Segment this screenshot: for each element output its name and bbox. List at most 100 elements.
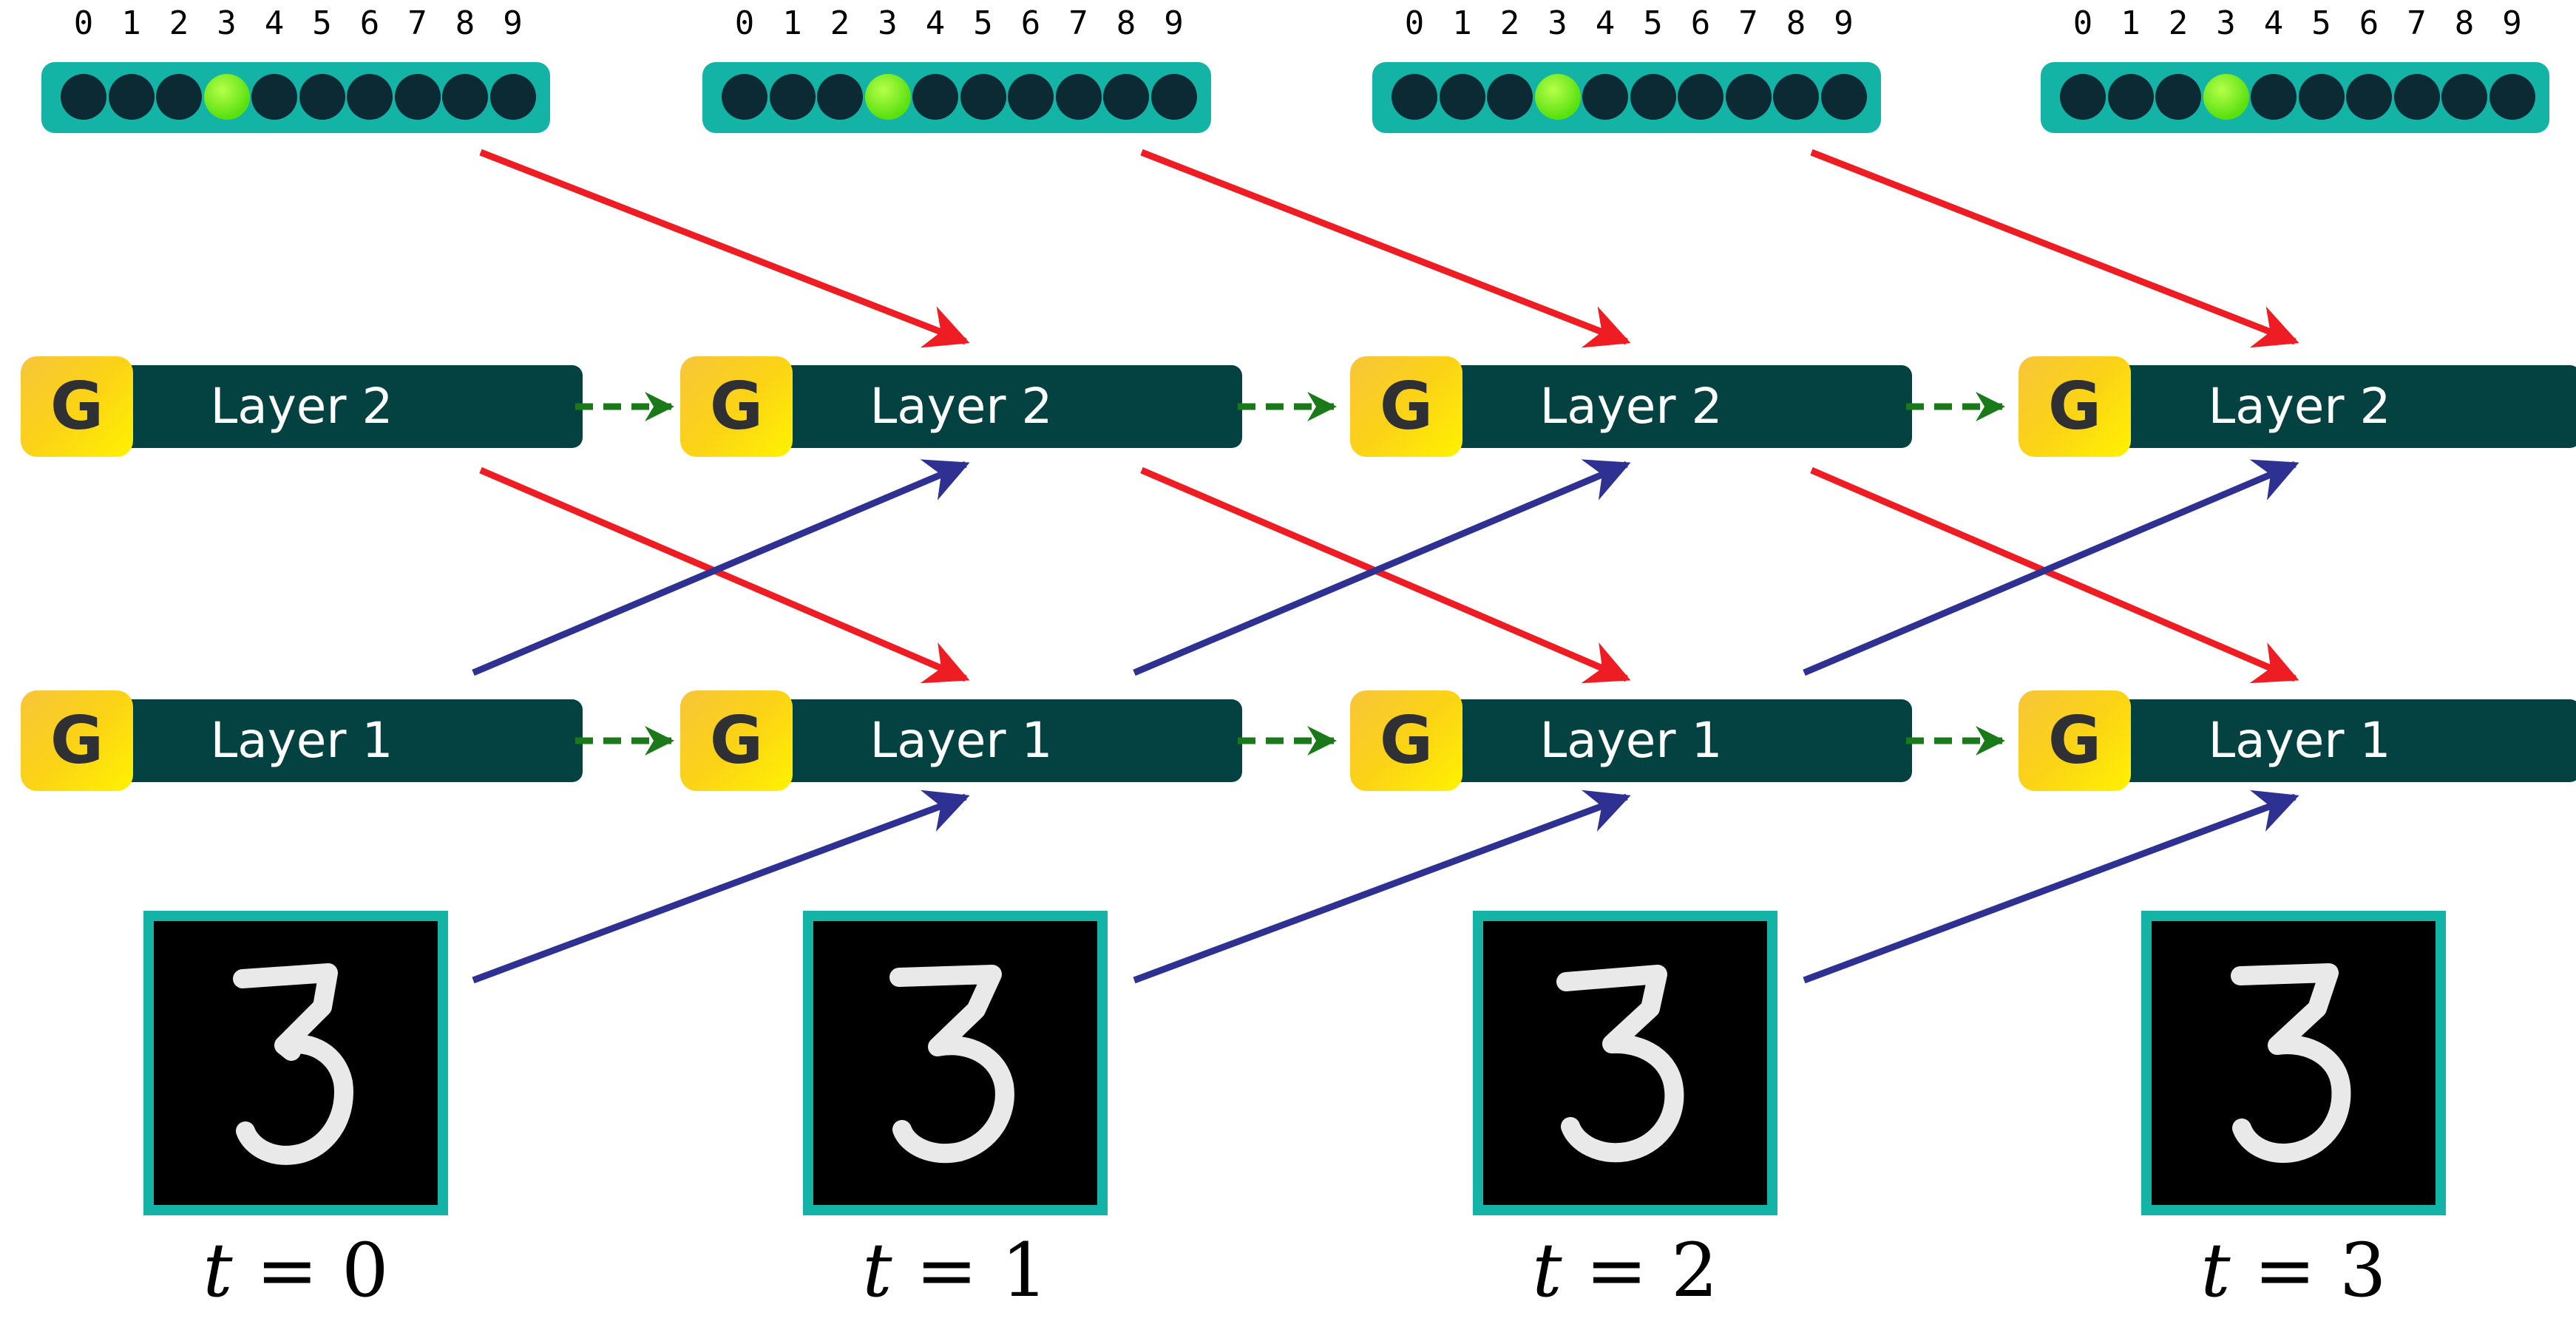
time-label-t2: t = 2 — [1440, 1227, 1810, 1314]
unit-dot — [1008, 74, 1054, 120]
active-unit-dot — [203, 74, 250, 120]
layer-bar — [776, 365, 1242, 448]
digit-label: 0 — [2072, 4, 2093, 42]
digit-label: 3 — [2216, 4, 2236, 42]
input-frame-t3 — [2141, 911, 2446, 1215]
unit-dot — [1773, 74, 1819, 120]
unit-dot — [347, 74, 393, 120]
gate-letter: G — [50, 702, 104, 778]
layer-bar — [1446, 699, 1912, 782]
digit-label: 6 — [359, 4, 380, 42]
unit-dot — [1150, 74, 1197, 120]
unit-dot — [1055, 74, 1102, 120]
unit-dot — [2346, 74, 2392, 120]
time-label-t1: t = 1 — [770, 1227, 1140, 1314]
handwritten-digit-glyph — [2231, 963, 2351, 1163]
digit-label: 7 — [1068, 4, 1088, 42]
input-image-t0 — [154, 921, 438, 1205]
input-frame-t2 — [1473, 911, 1777, 1215]
unit-dot — [722, 74, 767, 120]
gate-icon: G — [2019, 690, 2131, 791]
top-down-arrow — [1140, 466, 1631, 684]
input-frame-t1 — [803, 911, 1108, 1215]
digit-stroke — [889, 965, 1014, 1164]
time-eq: = 1 — [915, 1227, 1048, 1314]
gate-icon: G — [680, 690, 793, 791]
gate-letter: G — [709, 368, 764, 444]
layer-bar — [2115, 699, 2576, 782]
gate-icon: G — [1350, 690, 1462, 791]
digit-label: 5 — [2311, 4, 2331, 42]
layer-label: Layer 2 — [210, 378, 393, 435]
digit-label: 2 — [169, 4, 189, 42]
digit-label: 9 — [1164, 4, 1184, 42]
bottom-up-arrow — [472, 790, 970, 984]
digit-label: 1 — [2121, 4, 2141, 42]
time-var: t — [2200, 1227, 2231, 1314]
digit-label: 2 — [1499, 4, 1520, 42]
gate-icon: G — [680, 356, 793, 457]
top-down-arrow — [1810, 149, 2299, 348]
handwritten-digit-glyph — [1556, 965, 1684, 1163]
layer-label: Layer 1 — [210, 712, 393, 769]
digit-label: 5 — [312, 4, 332, 42]
digit-label: 4 — [925, 4, 946, 42]
time-label-t3: t = 3 — [2109, 1227, 2478, 1314]
layer-bar — [1446, 365, 1912, 448]
gate-letter: G — [2047, 702, 2102, 778]
input-image-t3 — [2152, 921, 2436, 1205]
bottom-up-arrow — [1133, 790, 1631, 984]
digit-label: 0 — [1404, 4, 1425, 42]
unit-dot — [2060, 74, 2106, 120]
unit-dot — [769, 74, 816, 120]
time-label-t0: t = 0 — [111, 1227, 481, 1314]
layer-bar — [117, 365, 583, 448]
digit-label: 2 — [830, 4, 850, 42]
unit-dot — [61, 74, 106, 120]
gate-letter: G — [50, 368, 104, 444]
bottom-up-arrow — [1803, 790, 2299, 984]
digit-stroke — [233, 963, 353, 1165]
unit-dot — [1678, 74, 1723, 120]
unit-dot — [156, 74, 202, 120]
unit-dot — [2441, 74, 2487, 120]
unit-dot — [489, 74, 536, 120]
unit-dot — [108, 74, 155, 120]
unit-dot — [1103, 74, 1149, 120]
unit-dot — [2298, 74, 2345, 120]
time-eq: = 2 — [1585, 1227, 1718, 1314]
layer-label: Layer 2 — [1539, 378, 1723, 435]
unit-dot — [1392, 74, 1437, 120]
digit-label: 4 — [2263, 4, 2284, 42]
unit-dot — [2393, 74, 2440, 120]
digit-label: 0 — [73, 4, 94, 42]
active-unit-dot — [1534, 74, 1581, 120]
layer-label: Layer 1 — [1539, 712, 1723, 769]
top-down-arrow — [479, 149, 970, 348]
top-down-arrow — [479, 466, 970, 684]
gate-letter: G — [709, 702, 764, 778]
gate-icon: G — [21, 690, 133, 791]
handwritten-digit-glyph — [233, 963, 353, 1165]
active-unit-dot — [864, 74, 911, 120]
bottom-up-arrow — [472, 459, 970, 676]
digit-label: 7 — [407, 4, 427, 42]
handwritten-digit-glyph — [889, 965, 1014, 1164]
digit-label: 8 — [1786, 4, 1806, 42]
digit-label: 9 — [503, 4, 523, 42]
digit-label: 1 — [782, 4, 802, 42]
digit-label: 1 — [121, 4, 141, 42]
layer-label: Layer 1 — [870, 712, 1053, 769]
gate-letter: G — [1379, 702, 1434, 778]
unit-dot — [912, 74, 958, 120]
gate-letter: G — [2047, 368, 2102, 444]
input-frame-t0 — [143, 911, 448, 1215]
top-down-arrow — [1140, 149, 1631, 348]
